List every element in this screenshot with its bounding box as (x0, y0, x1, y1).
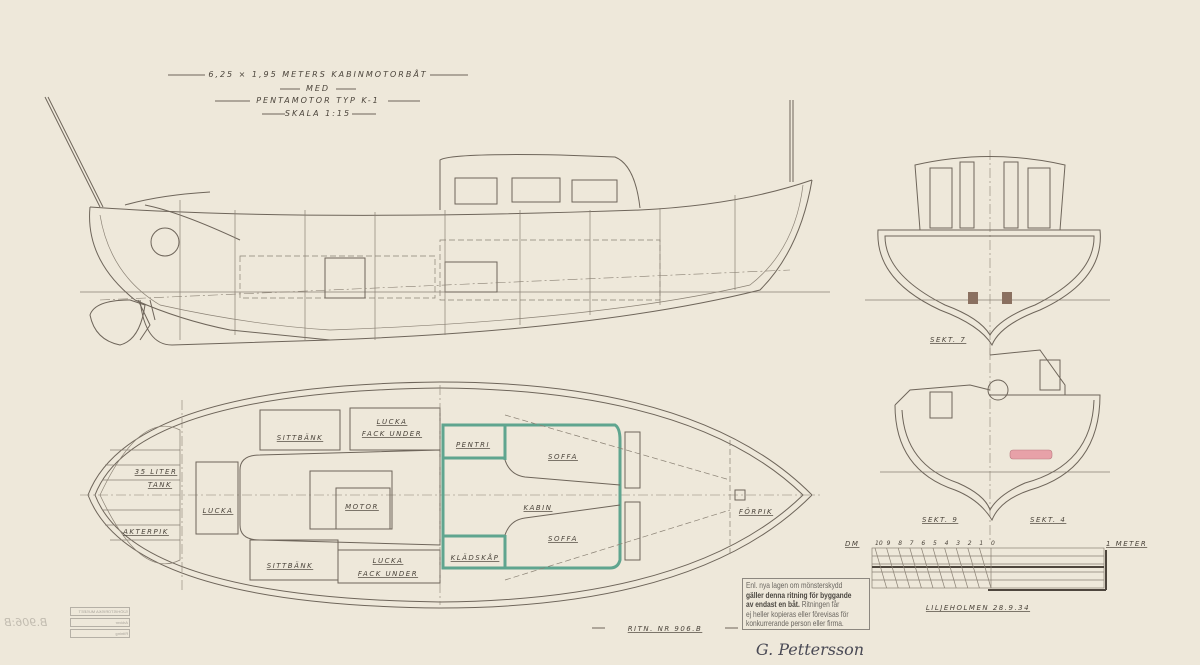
scale-diagonal (897, 547, 911, 589)
archive-arkivnr: Arkivnr (70, 618, 130, 627)
title-line3: PENTAMOTOR TYP K-1 (256, 96, 380, 105)
label-lucka-lower: LUCKA (373, 557, 404, 565)
notice-line-1: Enl. nya lagen om mönsterskydd (746, 580, 843, 590)
label-sekt7: SEKT. 7 (930, 336, 966, 344)
label-kladskap: KLÄDSKÅP (451, 553, 500, 562)
scale-tick-label: 5 (933, 540, 937, 547)
archive-ritning: Ritning (70, 629, 130, 638)
notice-line-4: ej heller kopieras eller förevisas för (746, 608, 849, 619)
plan-view: SITTBÄNK LUCKA FACK UNDER SITTBÄNK LUCKA… (80, 381, 820, 609)
label-soffa-lower: SOFFA (548, 535, 578, 543)
scale-tick-label: 10 (875, 540, 883, 547)
drawing-number: RITN. NR 906.B (628, 625, 703, 633)
scale-tick-label: 8 (898, 540, 902, 547)
title-line2: MED (306, 84, 330, 93)
scale-diagonal (874, 547, 887, 589)
notice-line-2: gäller denna ritning för byggande (746, 589, 852, 600)
section-9-4: SEKT. 9 SEKT. 4 (880, 345, 1110, 540)
scale-tick-label: 6 (921, 540, 925, 547)
scale-tick-label: 1 (979, 540, 983, 547)
label-sittbank-upper: SITTBÄNK (277, 433, 323, 442)
scale-tick-label: 4 (945, 540, 949, 547)
label-fack-upper: FACK UNDER (362, 430, 422, 438)
label-fack-lower: FACK UNDER (358, 570, 418, 578)
scale-diagonal (944, 547, 957, 589)
label-forpik: FÖRPIK (739, 507, 773, 516)
label-lucka-upper: LUCKA (377, 418, 408, 426)
place-date: LILJEHOLMEN 28.9.34 (926, 604, 1030, 612)
signature: G. Pettersson (756, 640, 864, 659)
scale-unit-right: 1 METER (1106, 540, 1147, 548)
scale-diagonal (967, 547, 980, 589)
label-sekt4: SEKT. 4 (1030, 516, 1066, 524)
label-akterpik: AKTERPIK (122, 528, 169, 536)
scale-diagonal (886, 547, 899, 589)
scale-unit-left: DM (845, 540, 859, 548)
scale-tick-label: 7 (910, 540, 914, 547)
label-sekt9: SEKT. 9 (922, 516, 958, 524)
copyright-notice: Enl. nya lagen om mönsterskydd gäller de… (742, 578, 870, 630)
scale-tick-label: 0 (991, 540, 995, 547)
notice-line-3b: Ritningen får (801, 599, 840, 610)
label-sittbank-lower: SITTBÄNK (267, 561, 313, 570)
archive-museum: SJÖHISTORISKA MUSEET (70, 607, 130, 616)
scale-tick-label: 3 (956, 540, 960, 547)
scale-diagonal (955, 547, 969, 589)
title-line1: 6,25 × 1,95 METERS KABINMOTORBÅT (208, 68, 427, 79)
scale-tick-label: 2 (968, 540, 972, 547)
label-soffa-upper: SOFFA (548, 453, 578, 461)
scale-diagonal (979, 547, 992, 589)
scale-tick-label: 9 (887, 540, 891, 547)
pencil-note: B.906:B (4, 616, 48, 629)
notice-line-5: konkurrerande person eller firma. (746, 618, 844, 629)
scale-diagonal (909, 547, 922, 589)
label-lucka-aft: LUCKA (203, 507, 234, 515)
scale-diagonal (921, 547, 934, 589)
side-profile (44, 96, 830, 346)
archive-stamp: SJÖHISTORISKA MUSEET Arkivnr Ritning (70, 607, 130, 640)
title-block: 6,25 × 1,95 METERS KABINMOTORBÅT MED PEN… (168, 68, 468, 118)
section-7: SEKT. 7 (865, 150, 1110, 360)
label-tank-1: 35 LITER (135, 468, 178, 476)
notice-line-3: av endast en båt. (746, 599, 800, 610)
label-motor: MOTOR (345, 503, 379, 511)
scale-diagonal (932, 547, 945, 589)
label-pentri: PENTRI (456, 441, 490, 449)
title-line4: SKALA 1:15 (285, 109, 351, 118)
label-tank-2: TANK (148, 481, 172, 489)
label-kabin: KABIN (524, 504, 553, 512)
